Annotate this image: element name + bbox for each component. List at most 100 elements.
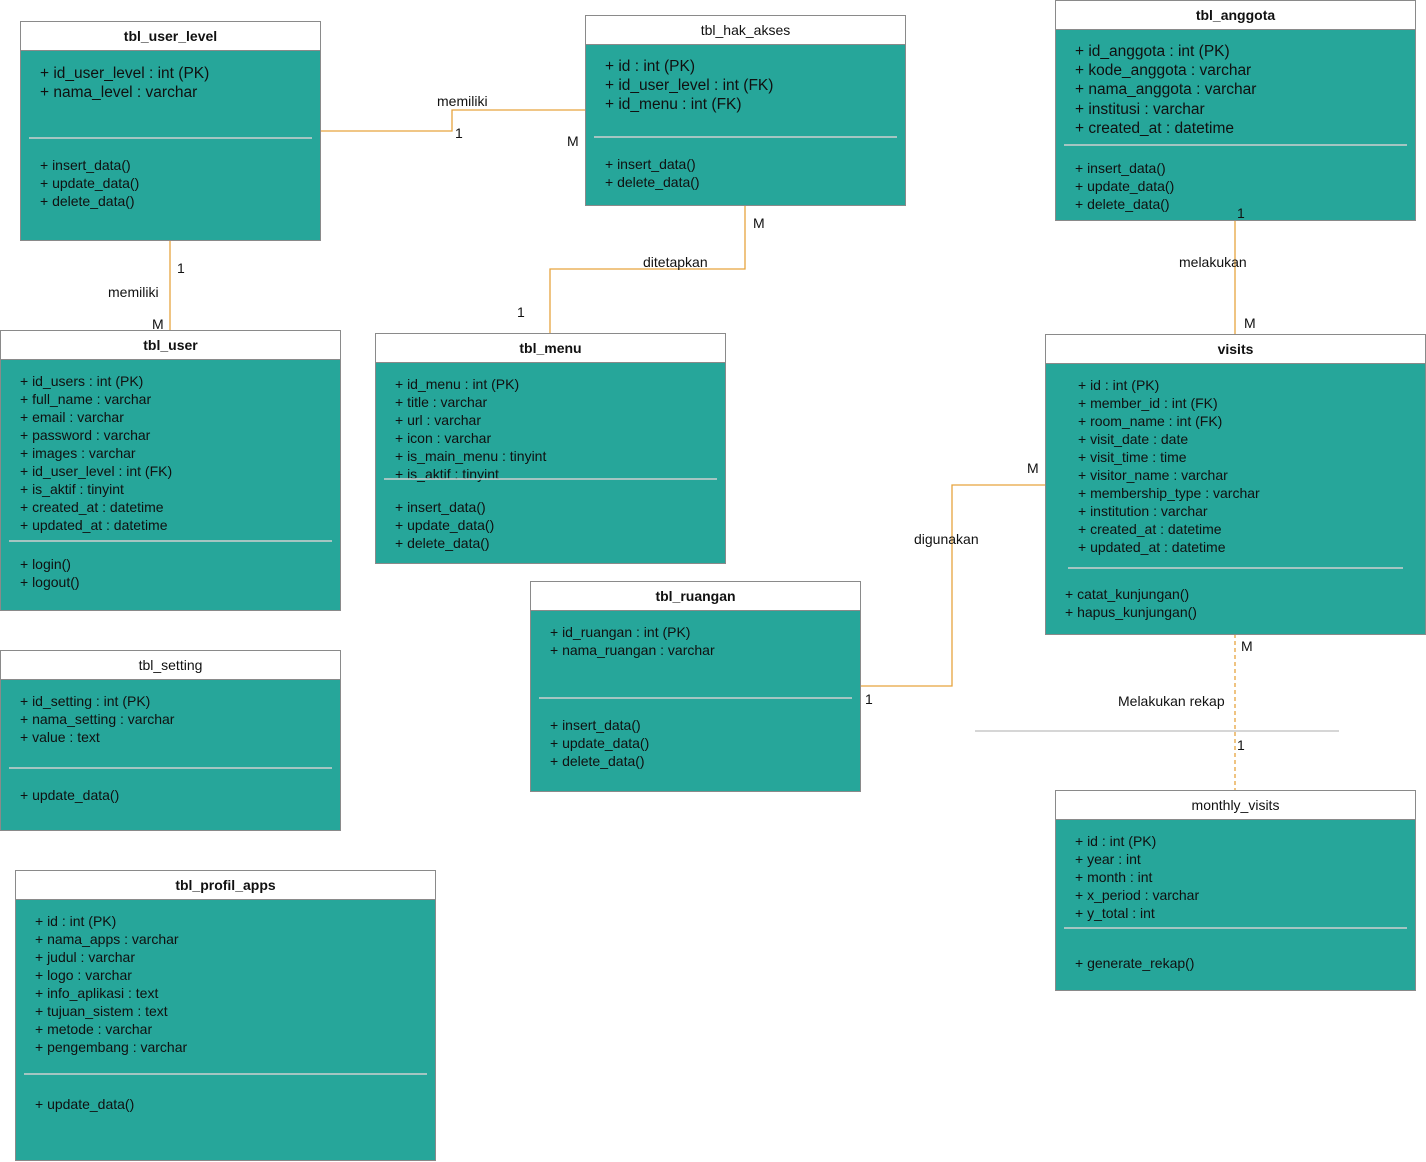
method-item: + update_data() xyxy=(395,517,495,533)
multiplicity-label: 1 xyxy=(517,304,525,320)
method-item: + generate_rekap() xyxy=(1075,955,1195,971)
class-visits[interactable]: visits + id : int (PK) + member_id : int… xyxy=(1045,334,1426,635)
method-item: + insert_data() xyxy=(1075,160,1166,176)
attribute-item: + room_name : int (FK) xyxy=(1078,413,1223,429)
multiplicity-label: 1 xyxy=(865,691,873,707)
attribute-list: + id : int (PK) + nama_apps : varchar + … xyxy=(16,900,435,1056)
section-divider xyxy=(9,540,332,542)
attribute-item: + nama_ruangan : varchar xyxy=(550,642,715,658)
method-item: + insert_data() xyxy=(605,156,696,172)
method-item: + hapus_kunjungan() xyxy=(1065,604,1197,620)
attribute-item: + visitor_name : varchar xyxy=(1078,467,1228,483)
class-title: tbl_user_level xyxy=(21,22,320,51)
attribute-item: + visit_time : time xyxy=(1078,449,1187,465)
attribute-item: + metode : varchar xyxy=(35,1021,153,1037)
method-item: + logout() xyxy=(20,574,80,590)
class-title: tbl_setting xyxy=(1,651,340,680)
method-item: + update_data() xyxy=(550,735,650,751)
class-title: tbl_anggota xyxy=(1056,1,1415,30)
attribute-item: + id_setting : int (PK) xyxy=(20,693,151,709)
attribute-item: + kode_anggota : varchar xyxy=(1075,62,1252,80)
class-tbl-setting[interactable]: tbl_setting + id_setting : int (PK) + na… xyxy=(0,650,341,831)
attribute-item: + institution : varchar xyxy=(1078,503,1208,519)
attribute-item: + email : varchar xyxy=(20,409,124,425)
attribute-item: + x_period : varchar xyxy=(1075,887,1200,903)
method-item: + delete_data() xyxy=(395,535,490,551)
method-item: + delete_data() xyxy=(40,193,135,209)
method-list: + insert_data() + delete_data() xyxy=(586,147,700,191)
relation-label: memiliki xyxy=(108,284,159,300)
multiplicity-label: M xyxy=(1027,460,1039,476)
class-tbl-menu[interactable]: tbl_menu + id_menu : int (PK) + title : … xyxy=(375,333,726,564)
method-list: + update_data() xyxy=(1,778,119,804)
attribute-item: + id_user_level : int (PK) xyxy=(40,65,210,82)
attribute-item: + id : int (PK) xyxy=(1078,377,1160,393)
class-tbl-user-level[interactable]: tbl_user_level + id_user_level : int (PK… xyxy=(20,21,321,241)
method-item: + insert_data() xyxy=(550,717,641,733)
method-item: + update_data() xyxy=(1075,178,1175,194)
multiplicity-label: M xyxy=(1241,638,1253,654)
attribute-item: + id_user_level : int (FK) xyxy=(605,77,774,95)
class-tbl-hak-akses[interactable]: tbl_hak_akses + id : int (PK) + id_user_… xyxy=(585,15,906,206)
class-title: tbl_profil_apps xyxy=(16,871,435,900)
attribute-item: + is_aktif : tinyint xyxy=(20,481,124,497)
relation-label: Melakukan rekap xyxy=(1118,693,1225,709)
attribute-item: + full_name : varchar xyxy=(20,391,152,407)
attribute-list: + id_menu : int (PK) + title : varchar +… xyxy=(376,363,725,483)
attribute-item: + created_at : datetime xyxy=(1078,521,1222,537)
method-item: + insert_data() xyxy=(40,157,131,173)
attribute-item: + visit_date : date xyxy=(1078,431,1189,447)
attribute-list: + id_users : int (PK) + full_name : varc… xyxy=(1,360,340,534)
attribute-item: + id : int (PK) xyxy=(1075,833,1157,849)
class-title: visits xyxy=(1046,335,1425,364)
class-title: tbl_hak_akses xyxy=(586,16,905,45)
attribute-list: + id : int (PK) + year : int + month : i… xyxy=(1056,820,1415,922)
method-list: + insert_data() + update_data() + delete… xyxy=(21,148,139,210)
attribute-list: + id_user_level : int (PK) + nama_level … xyxy=(21,51,320,102)
attribute-item: + nama_setting : varchar xyxy=(20,711,175,727)
attribute-list: + id_setting : int (PK) + nama_setting :… xyxy=(1,680,340,746)
attribute-item: + id_anggota : int (PK) xyxy=(1075,43,1230,60)
section-divider xyxy=(539,697,852,699)
section-divider xyxy=(1068,567,1403,569)
class-tbl-user[interactable]: tbl_user + id_users : int (PK) + full_na… xyxy=(0,330,341,611)
attribute-item: + membership_type : varchar xyxy=(1078,485,1260,501)
attribute-item: + updated_at : datetime xyxy=(1078,539,1226,555)
attribute-item: + id_users : int (PK) xyxy=(20,373,144,389)
multiplicity-label: M xyxy=(567,133,579,149)
class-tbl-anggota[interactable]: tbl_anggota + id_anggota : int (PK) + ko… xyxy=(1055,0,1416,221)
attribute-item: + month : int xyxy=(1075,869,1153,885)
class-monthly-visits[interactable]: monthly_visits + id : int (PK) + year : … xyxy=(1055,790,1416,991)
relation-label: memiliki xyxy=(437,93,488,109)
class-title: tbl_user xyxy=(1,331,340,360)
attribute-item: + updated_at : datetime xyxy=(20,517,168,533)
attribute-list: + id : int (PK) + id_user_level : int (F… xyxy=(586,45,905,115)
section-divider xyxy=(24,1073,427,1075)
attribute-item: + icon : varchar xyxy=(395,430,492,446)
connector-ruangan-visits xyxy=(860,484,1046,687)
connector-user-level-hak-akses xyxy=(320,109,586,132)
section-divider xyxy=(384,478,717,480)
attribute-item: + year : int xyxy=(1075,851,1141,867)
attribute-item: + nama_apps : varchar xyxy=(35,931,179,947)
section-divider xyxy=(1064,927,1407,929)
method-list: + catat_kunjungan() + hapus_kunjungan() xyxy=(1046,577,1197,621)
attribute-item: + nama_anggota : varchar xyxy=(1075,81,1257,99)
method-list: + update_data() xyxy=(16,1087,134,1113)
class-title: tbl_menu xyxy=(376,334,725,363)
attribute-list: + id_ruangan : int (PK) + nama_ruangan :… xyxy=(531,611,860,659)
method-item: + delete_data() xyxy=(1075,196,1170,212)
attribute-item: + pengembang : varchar xyxy=(35,1039,188,1055)
class-tbl-ruangan[interactable]: tbl_ruangan + id_ruangan : int (PK) + na… xyxy=(530,581,861,792)
method-item: + update_data() xyxy=(35,1096,135,1112)
section-divider xyxy=(594,136,897,138)
multiplicity-label: M xyxy=(152,316,164,332)
attribute-item: + title : varchar xyxy=(395,394,488,410)
class-tbl-profil-apps[interactable]: tbl_profil_apps + id : int (PK) + nama_a… xyxy=(15,870,436,1161)
method-item: + insert_data() xyxy=(395,499,486,515)
attribute-item: + is_main_menu : tinyint xyxy=(395,448,547,464)
multiplicity-label: M xyxy=(753,215,765,231)
class-title: tbl_ruangan xyxy=(531,582,860,611)
method-item: + update_data() xyxy=(40,175,140,191)
attribute-item: + images : varchar xyxy=(20,445,136,461)
